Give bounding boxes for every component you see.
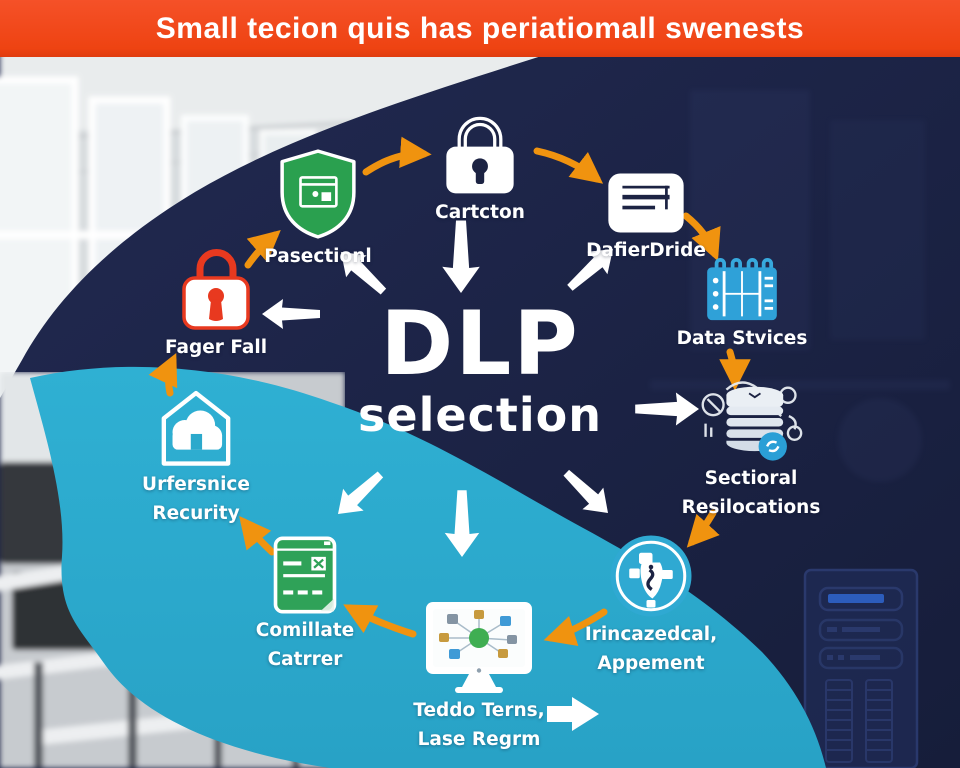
node-dafierdride: DafierDride [576, 172, 716, 269]
node-label: Sectioral [704, 468, 798, 489]
teal-blob [30, 366, 826, 768]
report-checklist-icon [273, 536, 337, 614]
node-irincazedcal: Irincazedcal, Appement [576, 534, 726, 675]
header-banner: Small tecion quis has periatiomall swene… [0, 0, 960, 57]
padlock-icon [437, 116, 523, 196]
node-fager-fall: Fager Fall [151, 243, 281, 366]
right-office-hints [650, 90, 950, 482]
node-teddo-terns: Teddo Terns, Lase Regrm [404, 600, 554, 751]
node-urfersnice: Urfersnice Recurity [126, 386, 266, 525]
node-label: Cartcton [435, 202, 525, 223]
block-arrow-right [547, 697, 599, 731]
node-sectioral-resilocations: Sectioral Resilocations [671, 374, 831, 519]
node-label: Teddo Terns, [413, 700, 545, 721]
orange-flow-arcs [148, 136, 751, 647]
node-cartcton: Cartcton [415, 116, 545, 231]
node-label: Data Stvices [676, 328, 808, 349]
document-lines-icon [607, 172, 685, 234]
node-pasectionl: Pasectionl [253, 148, 383, 275]
node-label-2: Recurity [152, 502, 240, 524]
shield-check-icon [276, 148, 360, 240]
calendar-grid-icon [705, 258, 779, 322]
red-padlock-icon [177, 243, 255, 331]
node-label: Irincazedcal, [584, 624, 718, 645]
node-label: DafierDride [586, 240, 706, 261]
node-label-2: Resilocations [681, 496, 821, 518]
center-title-sub: selection [358, 387, 602, 442]
node-label: Urfersnice [142, 474, 250, 495]
banner-title: Small tecion quis has periatiomall swene… [155, 11, 805, 45]
monitor-network-icon [423, 600, 535, 694]
server-tower-art [803, 568, 919, 768]
node-label-2: Catrrer [267, 648, 343, 670]
process-badge-icon [609, 534, 693, 618]
cloud-house-icon [156, 386, 236, 468]
database-gears-icon [698, 374, 804, 462]
node-label: Pasectionl [264, 246, 372, 267]
node-data-stvices: Data Stvices [667, 258, 817, 357]
node-comillate: Comillate Catrrer [240, 536, 370, 671]
node-label: Comillate [255, 620, 355, 641]
node-label-2: Appement [597, 652, 705, 674]
node-label-2: Lase Regrm [417, 728, 541, 750]
center-title-main: DLP [380, 292, 580, 395]
node-label: Fager Fall [164, 337, 268, 358]
center-title: DLP selection [340, 292, 620, 442]
